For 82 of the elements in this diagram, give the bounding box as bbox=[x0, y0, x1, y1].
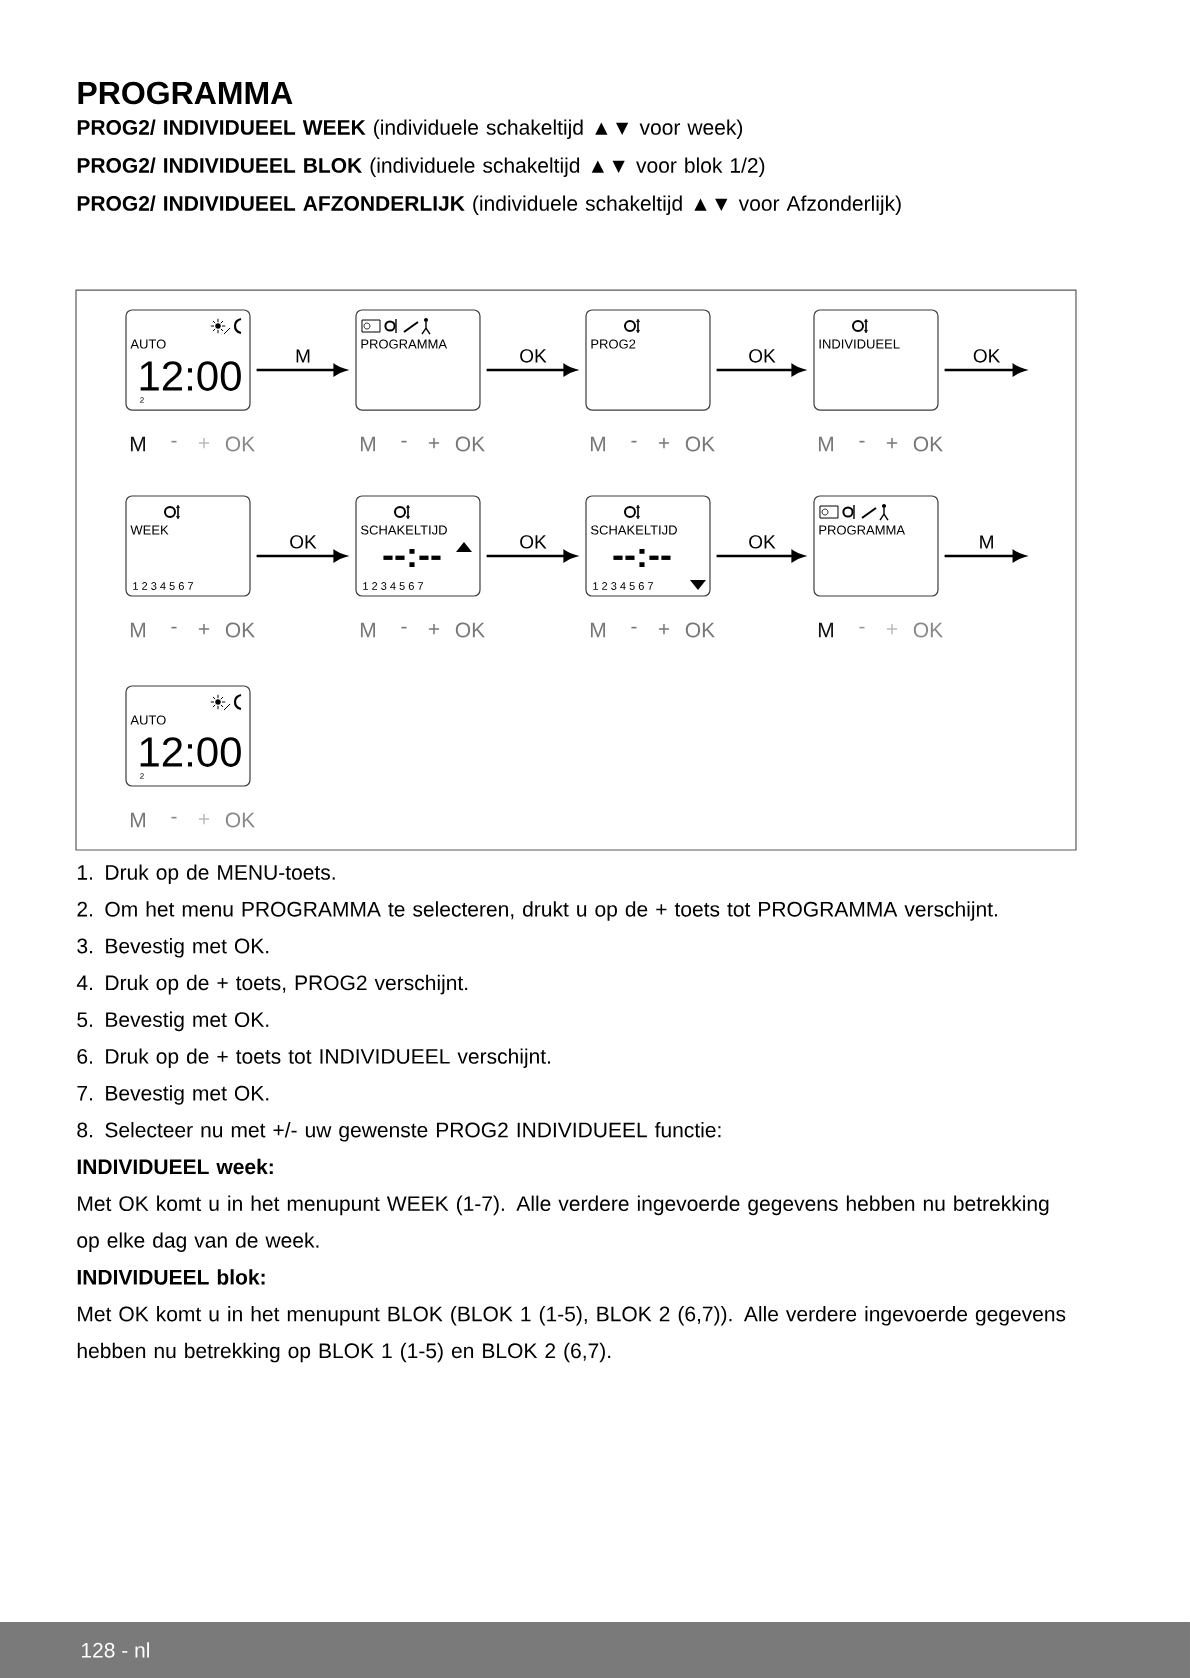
edge-label: M bbox=[980, 535, 993, 549]
button-label: - bbox=[631, 626, 637, 629]
instruction-text: 6. Druk op de + toets tot INDIVIDUEEL verschijnt. bbox=[77, 1048, 551, 1068]
instruction-text: 8. Selecteer nu met +/- uw gewenste PROG2 INDIVIDUEEL functie: bbox=[77, 1122, 721, 1142]
button-label: + bbox=[886, 437, 898, 449]
button-label: - bbox=[631, 440, 637, 443]
button-label: OK bbox=[225, 812, 255, 828]
button-label: - bbox=[171, 816, 177, 819]
lcd-screen bbox=[355, 309, 485, 452]
button-label: - bbox=[171, 626, 177, 629]
button-label: + bbox=[198, 813, 210, 825]
button-label: OK bbox=[685, 436, 715, 452]
edge-label: M bbox=[296, 349, 310, 363]
arrow bbox=[716, 364, 805, 376]
button-label: M bbox=[360, 436, 375, 452]
arrow bbox=[486, 364, 577, 376]
edge-label: OK bbox=[749, 349, 776, 363]
button-label: + bbox=[658, 437, 670, 449]
button-label: OK bbox=[455, 436, 485, 452]
edge-label: OK bbox=[973, 349, 1001, 363]
time-field: --:-- bbox=[613, 548, 671, 568]
lcd-screen bbox=[813, 309, 943, 452]
button-label: M bbox=[360, 622, 375, 638]
button-label: + bbox=[198, 623, 210, 635]
lcd-screen bbox=[585, 309, 715, 452]
button-label: M bbox=[131, 622, 145, 638]
edge-label: OK bbox=[520, 535, 547, 549]
instruction-text: 5. Bevestig met OK. bbox=[77, 1011, 269, 1032]
lcd-screen bbox=[813, 495, 943, 638]
button-label: M bbox=[818, 622, 833, 638]
instruction-text: 1. Druk op de MENU-toets. bbox=[78, 864, 335, 884]
lcd-screen bbox=[585, 495, 715, 638]
button-label: - bbox=[401, 626, 407, 629]
arrow bbox=[256, 364, 347, 376]
button-label: + bbox=[428, 437, 440, 449]
heading: PROGRAMMA bbox=[78, 81, 293, 105]
edge-label: OK bbox=[290, 535, 317, 549]
button-label: - bbox=[859, 626, 865, 629]
lcd-screen bbox=[125, 685, 255, 828]
clock-digits: 12:00 bbox=[140, 361, 241, 391]
arrow bbox=[944, 550, 1026, 562]
button-label: + bbox=[198, 437, 210, 449]
button-label: OK bbox=[225, 436, 255, 452]
edge-label: OK bbox=[749, 535, 776, 549]
clock-digits: 12:00 bbox=[140, 737, 241, 767]
arrow bbox=[716, 550, 805, 562]
button-label: - bbox=[859, 440, 865, 443]
lcd-screen bbox=[125, 309, 255, 452]
instruction-text: Met OK komt u in het menupunt WEEK (1-7). Alle verdere ingevoerde gegevens hebben nu betrekking op elke dag van de week. bbox=[77, 1195, 1049, 1252]
arrow bbox=[256, 550, 347, 562]
subheading: PROG2/ INDIVIDUEEL BLOK (individuele schakeltijd ▲▼ voor blok 1/2) bbox=[77, 157, 765, 177]
subheading: PROG2/ INDIVIDUEEL AFZONDERLIJK (individuele schakeltijd ▲▼ voor Afzonderlijk) bbox=[77, 195, 901, 215]
subheading: PROG2/ INDIVIDUEEL WEEK (individuele schakeltijd ▲▼ voor week) bbox=[77, 119, 743, 139]
instruction-text: 4. Druk op de + toets, PROG2 verschijnt. bbox=[76, 974, 468, 995]
section-heading: INDIVIDUEEL blok: bbox=[77, 1269, 265, 1285]
instruction-text: 2. Om het menu PROGRAMMA te selecteren, drukt u op de + toets tot PROGRAMMA verschijnt. bbox=[77, 901, 997, 921]
lcd-screen bbox=[125, 495, 255, 638]
instruction-text: 3. Bevestig met OK. bbox=[77, 938, 269, 958]
button-label: - bbox=[401, 440, 407, 443]
button-label: OK bbox=[685, 622, 715, 638]
button-label: M bbox=[131, 812, 145, 828]
button-label: OK bbox=[225, 622, 255, 638]
edge-label: OK bbox=[520, 349, 547, 363]
arrow bbox=[486, 550, 577, 562]
button-label: M bbox=[590, 622, 605, 638]
page-number: 128 - nl bbox=[82, 1642, 149, 1658]
button-label: M bbox=[131, 436, 145, 452]
button-label: OK bbox=[913, 622, 943, 638]
button-label: OK bbox=[455, 622, 485, 638]
instruction-text: Met OK komt u in het menupunt BLOK (BLOK 1 (1-5), BLOK 2 (6,7)). Alle verdere ingevoerde gegevens hebben nu betrekking op BLOK 1 (1-5) en BLOK 2 (6,7). bbox=[77, 1306, 1066, 1363]
button-label: M bbox=[590, 436, 605, 452]
button-label: + bbox=[428, 623, 440, 635]
lcd-screen bbox=[355, 495, 485, 638]
button-label: + bbox=[886, 623, 898, 635]
arrow bbox=[944, 364, 1026, 376]
button-label: - bbox=[171, 440, 177, 443]
button-label: + bbox=[658, 623, 670, 635]
button-label: OK bbox=[913, 436, 943, 452]
button-label: M bbox=[818, 436, 833, 452]
time-field: --:-- bbox=[383, 548, 441, 568]
instruction-text: 7. Bevestig met OK. bbox=[77, 1085, 269, 1105]
section-heading: INDIVIDUEEL week: bbox=[77, 1158, 273, 1175]
